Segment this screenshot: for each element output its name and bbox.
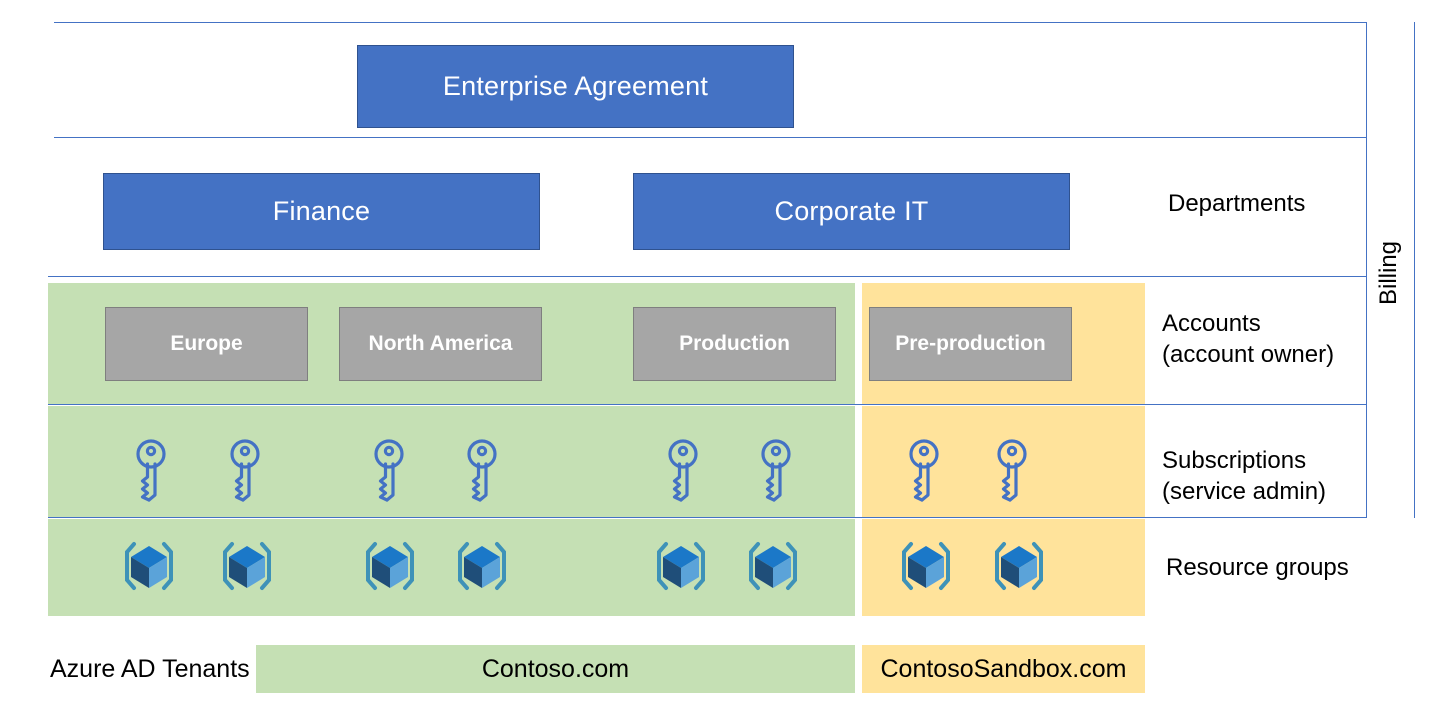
department-label-finance: Finance <box>272 196 371 226</box>
key-icon[interactable] <box>133 437 169 503</box>
rule-line-subs-bottom <box>48 517 1366 518</box>
billing-label: Billing <box>1375 240 1402 306</box>
account-box-pre-production[interactable]: Pre-production <box>869 307 1072 381</box>
key-icon[interactable] <box>665 437 701 503</box>
account-label-production: Production <box>679 332 790 355</box>
rule-line-dept-accounts <box>48 276 1366 277</box>
enterprise-agreement-label: Enterprise Agreement <box>442 71 709 101</box>
account-box-europe[interactable]: Europe <box>105 307 308 381</box>
key-icon[interactable] <box>371 437 407 503</box>
rule-line-accounts-subs <box>48 404 1366 405</box>
cube-icon[interactable] <box>450 534 514 598</box>
rule-line-billing-left <box>1366 22 1367 518</box>
row-label-resource-groups: Resource groups <box>1166 554 1349 581</box>
row-label-accounts: Accounts (account owner) <box>1162 310 1335 368</box>
cube-icon[interactable] <box>987 534 1051 598</box>
tenant-box-contososandbox[interactable]: ContosoSandbox.com <box>862 645 1145 693</box>
key-icon[interactable] <box>994 437 1030 503</box>
resourcegroup-band-green-contoso <box>48 519 855 616</box>
rule-line-agreement-dept <box>54 137 1366 138</box>
row-label-departments: Departments <box>1168 190 1306 217</box>
tenant-label-contoso: Contoso.com <box>481 654 630 683</box>
key-icon[interactable] <box>758 437 794 503</box>
key-icon[interactable] <box>906 437 942 503</box>
account-label-europe: Europe <box>170 332 243 355</box>
account-label-north-america: North America <box>368 332 513 355</box>
cube-icon[interactable] <box>358 534 422 598</box>
subscription-band-green-contoso <box>48 406 855 517</box>
enterprise-agreement-box[interactable]: Enterprise Agreement <box>357 45 794 128</box>
department-label-corporate-it: Corporate IT <box>774 196 929 226</box>
cube-icon[interactable] <box>741 534 805 598</box>
account-box-production[interactable]: Production <box>633 307 836 381</box>
cube-icon[interactable] <box>649 534 713 598</box>
cube-icon[interactable] <box>894 534 958 598</box>
tenant-box-contoso[interactable]: Contoso.com <box>256 645 855 693</box>
key-icon[interactable] <box>227 437 263 503</box>
department-box-corporate-it[interactable]: Corporate IT <box>633 173 1070 250</box>
tenant-label-contososandbox: ContosoSandbox.com <box>880 654 1127 683</box>
tenant-row-label: Azure AD Tenants <box>50 655 250 683</box>
department-box-finance[interactable]: Finance <box>103 173 540 250</box>
cube-icon[interactable] <box>117 534 181 598</box>
account-label-pre-production: Pre-production <box>895 332 1046 355</box>
rule-line-top <box>54 22 1366 23</box>
account-box-north-america[interactable]: North America <box>339 307 542 381</box>
rule-line-billing-right <box>1414 22 1415 518</box>
cube-icon[interactable] <box>215 534 279 598</box>
key-icon[interactable] <box>464 437 500 503</box>
row-label-subscriptions: Subscriptions (service admin) <box>1162 447 1327 505</box>
